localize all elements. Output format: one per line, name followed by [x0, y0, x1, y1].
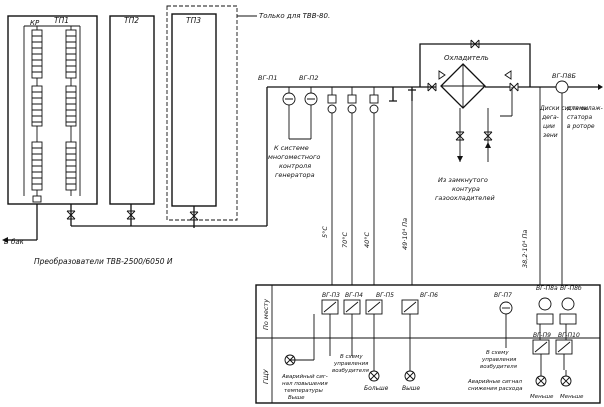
cabinet-tp1 [7, 15, 98, 205]
label-only-tvv80: Только для ТВВ-80. [259, 12, 330, 20]
heat-exchanger-icon [440, 63, 486, 109]
signal-lines [331, 101, 413, 285]
note-ctrl-r1: В схему [486, 350, 509, 356]
cooling-water-pipes [459, 108, 489, 162]
note-closed-loop-1: Из замкнутого [438, 176, 488, 184]
label-panel-bottom: ГЩУ [262, 368, 270, 384]
label-converters: Преобразователи ТВВ-2500/6050 И [34, 257, 173, 266]
note-temp-a: 5°С [321, 226, 329, 238]
cabinet-tp3 [171, 13, 217, 207]
note-to-control-4: генератора [275, 171, 315, 179]
label-vg-p10: ВГ-П10 [558, 332, 580, 339]
label-tp2: ТП2 [124, 16, 139, 25]
pressure-gauge-icon [282, 87, 318, 106]
label-panel-top: По месту [262, 299, 270, 330]
note-right-2: дега- [541, 114, 559, 121]
note-closed-loop-2: контура [452, 185, 480, 193]
note-pressure-b: 38,2·10⁴ Па [521, 230, 529, 268]
thermometer-icon [327, 87, 416, 114]
label-out: В бак [4, 238, 25, 246]
note-more: Больше [364, 385, 389, 392]
label-cooler: Охладитель [444, 54, 489, 62]
to-monitoring-line [288, 105, 312, 140]
pressure-gauge-icon [555, 80, 569, 94]
note-closed-loop-3: газоохладителей [435, 194, 495, 202]
label-vg-p9: ВГ-П9 [533, 332, 551, 339]
note-right-5: для охлаж- [566, 105, 603, 112]
note-right-3: ции [543, 123, 555, 130]
thyristor-stacks-tp1 [23, 25, 81, 203]
label-vg-p1: ВГ-П1 [258, 74, 277, 82]
note-right-7: в роторе [567, 123, 595, 130]
bypass-pipe [419, 43, 531, 87]
note-alarm-r1: Аварийные сигнал [467, 379, 523, 385]
label-vg-p2: ВГ-П2 [299, 74, 318, 82]
valve-icon [66, 210, 199, 221]
note-alarm-r2: снижения расхода [468, 386, 523, 392]
note-ctrl-r2: управления [481, 357, 517, 363]
note-right-4: зени [543, 132, 558, 139]
label-vg-p5: ВГ-П5 [376, 292, 394, 299]
indicator-lamp-icon [284, 354, 572, 387]
right-signal-lines [539, 87, 563, 285]
note-temp-c: 40°С [363, 231, 371, 248]
label-vg-p8a: ВГ-П8а [536, 285, 558, 292]
note-to-control-3: контроля [279, 162, 311, 170]
note-alarm-1: Аварийный сиг- [281, 374, 328, 380]
note-to-control-2: многоместного [268, 153, 320, 161]
note-less-2: Меньше [560, 394, 584, 400]
note-to-control-1: К системе [274, 144, 309, 152]
note-ctrl-2: управления [333, 361, 369, 367]
note-alarm-4: Выше [288, 395, 305, 401]
note-pressure-a: 49·10⁴ Па [401, 218, 409, 250]
label-vg-p4: ВГ-П4 [345, 292, 363, 299]
note-right-1: Диски системы [539, 105, 589, 112]
label-kr: КР [30, 19, 40, 27]
label-vg-p6: ВГ-П6 [420, 292, 438, 299]
note-ctrl-3: возбудителя [332, 368, 370, 374]
note-alarm-3: температуры [284, 388, 324, 394]
note-ctrl-1: В схему [340, 354, 363, 360]
label-vg-p7: ВГ-П7 [494, 292, 512, 299]
tvv80-dashed-frame [166, 5, 238, 221]
panel-dividers [256, 285, 600, 403]
note-right-6: статора [567, 114, 592, 121]
note-higher: Выше [402, 385, 420, 392]
note-less-1: Меньше [530, 394, 554, 400]
note-temp-b: 70°С [341, 231, 349, 248]
label-vg-p8b-panel: ВГ-П8б [560, 285, 582, 292]
label-vg-p3: ВГ-П3 [322, 292, 340, 299]
label-tp1: ТП1 [54, 16, 69, 25]
note-alarm-2: нал повышения [282, 381, 328, 387]
label-vg-p8b: ВГ-П8Б [552, 72, 576, 80]
cabinet-tp2 [109, 15, 155, 205]
note-ctrl-r3: возбудителя [480, 364, 518, 370]
control-panel-frame [255, 284, 601, 404]
label-tp3: ТП3 [186, 16, 201, 25]
